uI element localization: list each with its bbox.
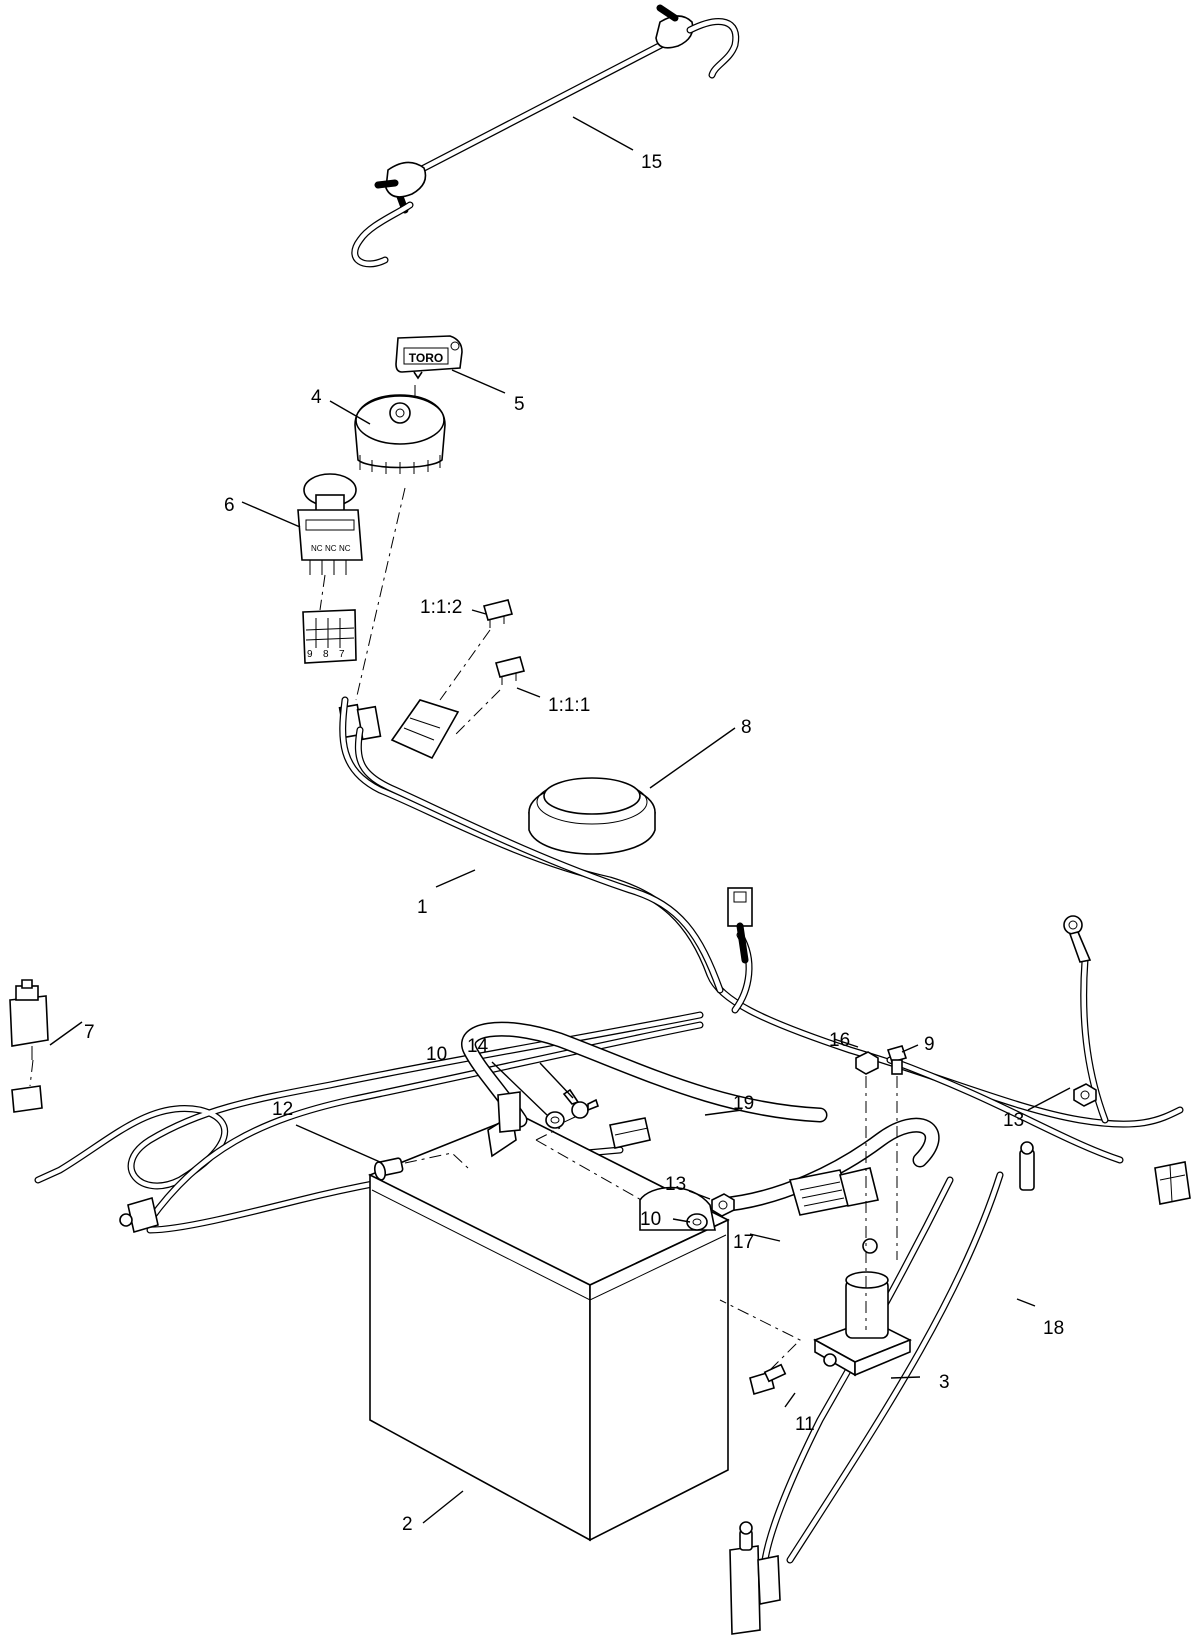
callout-10-upper: 10 xyxy=(426,1044,447,1065)
bottom-sensor-switch xyxy=(729,1521,781,1635)
bolt-part-upper xyxy=(886,1045,908,1260)
ignition-switch-part xyxy=(354,394,446,474)
callout-1-1-2: 1:1:2 xyxy=(420,597,462,618)
callout-17: 17 xyxy=(733,1232,754,1253)
callout-3: 3 xyxy=(939,1372,950,1393)
main-connector-block xyxy=(788,1167,879,1216)
callout-6: 6 xyxy=(224,495,235,516)
callout-18: 18 xyxy=(1043,1318,1064,1339)
washer-part-upper xyxy=(545,1111,565,1129)
callout-leader-lines xyxy=(49,116,1071,1524)
callout-15: 15 xyxy=(641,152,662,173)
callout-11: 11 xyxy=(795,1414,815,1435)
harness-top-connector xyxy=(727,887,753,964)
starter-solenoid-part xyxy=(813,1238,912,1377)
hole-plug-part xyxy=(528,777,656,855)
ignition-key-part: TORO xyxy=(395,335,463,380)
callout-13-right: 13 xyxy=(1003,1110,1024,1131)
callout-5: 5 xyxy=(514,394,525,415)
pto-terminal-2: NC xyxy=(325,544,337,553)
callout-9: 9 xyxy=(924,1034,935,1055)
connector-pin-9: 9 xyxy=(307,649,313,660)
pto-harness-connector: 9 8 7 xyxy=(302,609,357,664)
callout-10-lower: 10 xyxy=(640,1209,661,1230)
callout-13-lower: 13 xyxy=(665,1174,686,1195)
connector-pin-8: 8 xyxy=(323,649,329,660)
bolt-part-lower xyxy=(719,1299,801,1396)
flange-nut-part xyxy=(855,1051,879,1330)
callout-14: 14 xyxy=(467,1036,489,1057)
washer-part-lower xyxy=(686,1213,708,1231)
callout-7: 7 xyxy=(84,1022,95,1043)
nut-part-lower xyxy=(711,1193,735,1217)
connector-pin-7: 7 xyxy=(339,649,345,660)
pto-terminal-1: NC xyxy=(311,544,323,553)
key-toro-text: TORO xyxy=(409,351,443,365)
callout-2: 2 xyxy=(402,1514,413,1535)
pto-terminal-3: NC xyxy=(339,544,351,553)
callout-1-1-1: 1:1:1 xyxy=(548,695,590,716)
callout-1: 1 xyxy=(417,897,428,918)
harness-clamp-left xyxy=(119,1196,159,1234)
pto-switch-part: NC NC NC xyxy=(297,473,363,575)
battery-holddown-part xyxy=(609,1117,651,1149)
nut-part-right xyxy=(1073,1083,1097,1107)
callout-4: 4 xyxy=(311,387,322,408)
callout-12: 12 xyxy=(272,1099,293,1120)
wing-nut-part xyxy=(559,1088,599,1125)
seat-switch-part xyxy=(9,979,49,1113)
callout-19: 19 xyxy=(733,1093,754,1114)
ground-ring-terminal xyxy=(1063,915,1092,963)
battery-cables xyxy=(461,1021,940,1231)
clevis-pin-part xyxy=(373,1152,469,1181)
right-harness-connector xyxy=(1019,1141,1191,1205)
callout-labels: 15 5 4 6 1:1:2 1:1:1 8 1 7 14 10 16 9 12… xyxy=(84,152,1064,1535)
callout-16: 16 xyxy=(829,1030,850,1051)
assembly-center-lines xyxy=(29,385,501,1087)
fuse-parts xyxy=(483,599,525,685)
bungee-strap-part xyxy=(351,4,740,268)
battery-part xyxy=(368,1114,730,1542)
callout-8: 8 xyxy=(741,717,752,738)
